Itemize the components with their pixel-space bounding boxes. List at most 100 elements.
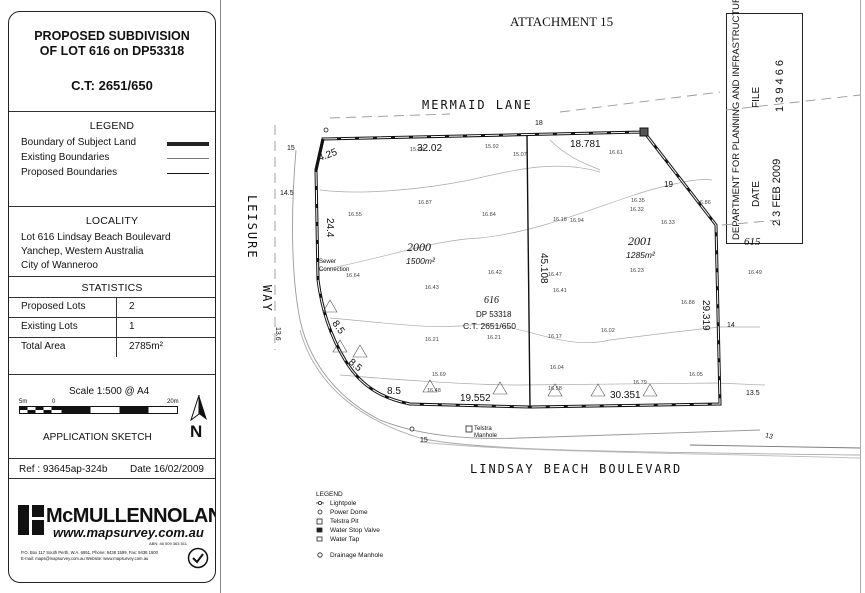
road-name-west: LEISURE [245,195,259,260]
neighbour-lot: 615 [744,236,761,248]
spot-height: 15.52 [410,147,424,153]
frame-line [860,0,861,593]
map-legend-item: Telstra Pit [330,518,359,525]
spot-height: 16.23 [630,268,644,274]
locality-line: Yanchep, Western Australia [21,246,144,257]
spot-height: 16.86 [697,200,711,206]
spot-height: 16.48 [427,388,441,394]
scale-section: Scale 1:500 @ A4 5m 0 20m APPLICATION SK… [9,374,215,458]
spot-height: 16.42 [488,270,502,276]
subject-boundary [314,130,722,409]
north-letter: N [190,422,203,441]
spot-height: 15.69 [432,372,446,378]
map-legend-item: Power Dome [330,509,368,516]
spot-height: 16.87 [418,200,432,206]
stat-value: 2785m² [129,341,163,352]
telstra-manhole-label: Telstra Manhole [474,426,498,439]
map-legend-item: Drainage Manhole [330,552,384,559]
road-name-north: MERMAID LANE [422,98,533,112]
title-line1: PROPOSED SUBDIVISION [34,29,190,43]
statistics-section: STATISTICS Proposed Lots 2 Existing Lots… [9,276,215,361]
map-legend-item: Lightpole [330,500,357,507]
legend-item-proposed: Proposed Boundaries [21,167,118,178]
locality-section: LOCALITY Lot 616 Lindsay Beach Boulevard… [9,206,215,276]
road-name-south: LINDSAY BEACH BOULEVARD [470,462,683,476]
existing-boundaries [274,91,861,459]
scale-tick: 0 [52,399,56,405]
stat-label: Existing Lots [21,321,78,332]
dimension-label: 8.5 [387,386,401,397]
dimension-label: 30.351 [610,390,641,401]
parent-ct: C.T. 2651/650 [463,321,516,331]
spot-height: 16.43 [425,285,439,291]
spot-height: 16.33 [661,220,675,226]
spot-height: 16.04 [550,365,564,371]
legend-swatch-subject [167,142,209,146]
scale-tick: 5m [19,399,28,405]
attachment-label: ATTACHMENT 15 [510,14,614,29]
certificate-title: C.T: 2651/650 [71,78,153,93]
scale-label: Scale 1:500 @ A4 [69,386,150,397]
spot-height: 16.61 [609,150,623,156]
frame-line [220,0,221,593]
dimension-label: 18.781 [570,139,601,150]
legend-swatch-existing [167,158,209,159]
spot-height: 16.21 [487,335,501,341]
spot-height: 16.47 [548,272,562,278]
lot-number: 2000 [407,240,431,254]
company-website: www.mapsurvey.com.au [53,525,204,540]
contour-label: 15 [420,437,428,444]
stat-label: Proposed Lots [21,301,86,312]
legend-swatch-proposed [167,173,209,174]
spot-height: 16.21 [425,337,439,343]
spot-height: 16.35 [631,198,645,204]
dimension-label: 24.4 [324,218,335,238]
spot-height: 15.07 [513,152,527,158]
spot-height: 16.88 [681,300,695,306]
contour-label: 19 [664,180,673,189]
proposed-boundary [526,135,531,408]
department-stamp: DEPARTMENT FOR PLANNING AND INFRASTRUCTU… [726,0,803,244]
dimension-label: 32.02 [417,143,443,154]
spot-height: 16.84 [482,212,496,218]
title-block: PROPOSED SUBDIVISION OF LOT 616 on DP533… [8,11,216,583]
spot-height: 16.05 [689,372,703,378]
spot-height: 16.55 [348,212,362,218]
spot-height: 16.17 [548,334,562,340]
company-name: McMULLENNOLAN [46,505,216,527]
company-logo-icon [18,505,44,535]
drawing-date: Date 16/02/2009 [130,464,204,475]
stat-label: Total Area [21,341,66,352]
map-legend-item: Water Tap [330,536,360,543]
contour-label: 13.6 [274,327,281,341]
company-email: E-mail: maps@mapsurvey.com.au Website: w… [21,556,149,561]
spot-height: 16.49 [748,270,762,276]
legend-item-existing: Existing Boundaries [21,152,110,163]
company-address: P.O. Box 117 South Perth, W.A. 6951, Pho… [21,550,158,555]
application-sketch-label: APPLICATION SKETCH [43,432,152,443]
locality-line: Lot 616 Lindsay Beach Boulevard [21,232,171,243]
lot-number: 2001 [628,234,652,248]
stat-row: Proposed Lots 2 [9,297,215,317]
stat-value: 2 [129,301,135,312]
contour-label: 15 [287,145,295,152]
ref-section: Ref : 93645ap-324b Date 16/02/2009 [9,458,215,478]
lot-area: 1500m² [406,256,435,266]
spot-height: 16.64 [346,273,360,279]
legend-item-subject: Boundary of Subject Land [21,137,137,148]
map-legend-item: Water Stop Valve [330,527,380,534]
dimension-label: 19.552 [460,393,491,404]
legend-heading: LEGEND [89,120,135,132]
lot-area: 1285m² [626,250,655,260]
company-abn: ABN: 46 009 363 511 [149,541,187,546]
statistics-heading: STATISTICS [81,282,143,294]
north-arrow-icon [190,395,207,421]
spot-height: 16.94 [570,218,584,224]
scale-bar [19,406,178,414]
spot-height: 15.92 [485,144,499,150]
map-legend-heading: LEGEND [316,491,343,498]
dimension-label: 29.319 [700,300,711,331]
spot-height: 16.58 [548,386,562,392]
